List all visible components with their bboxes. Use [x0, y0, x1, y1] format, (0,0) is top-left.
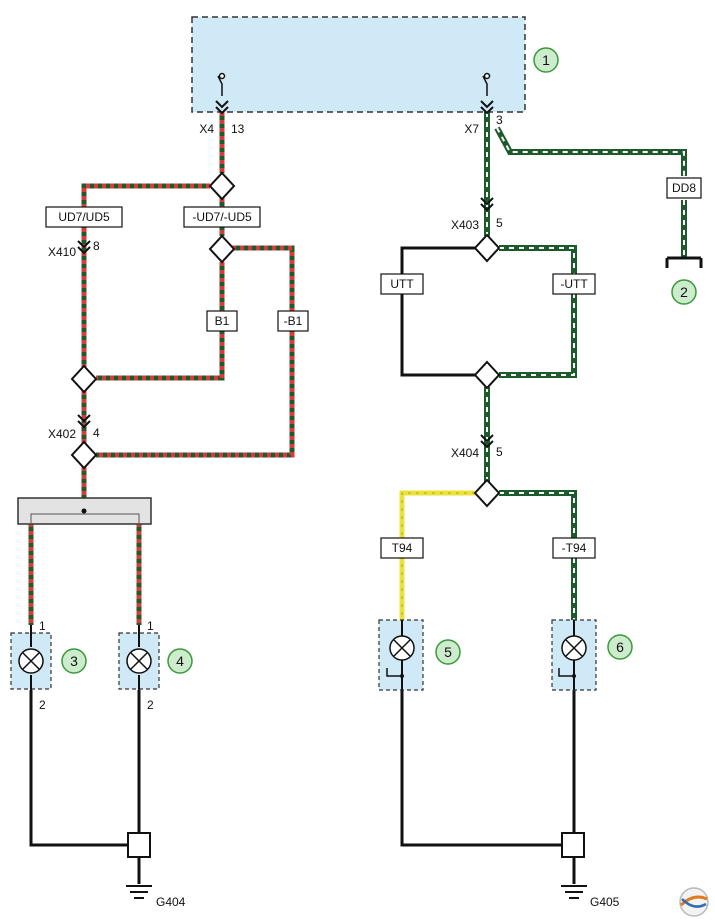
lamp4-pin-bottom: 2 [147, 698, 154, 712]
component-3-number: 3 [70, 653, 78, 669]
label-box-neg-b1 [277, 310, 309, 332]
lamp3-pin-bottom: 2 [39, 698, 46, 712]
badge-3 [61, 648, 87, 674]
component-6-number: 6 [616, 639, 624, 655]
component-4-number: 4 [176, 653, 184, 669]
lamp-bulb-icon [126, 648, 152, 674]
connector-x4-pin: 13 [231, 122, 245, 136]
module-switch-left-icon [217, 72, 226, 96]
badge-6 [607, 634, 633, 660]
splice-node [70, 364, 98, 394]
lamp-4 [118, 625, 160, 690]
ground-junction-g404 [127, 832, 151, 858]
connector-chevrons [77, 100, 494, 448]
site-logo-icon [679, 887, 709, 917]
badge-5 [435, 639, 461, 665]
ground-g404-icon [126, 885, 152, 899]
label-box-neg-t94 [552, 537, 596, 559]
green-white-wires [484, 112, 687, 620]
label-box-ud7-ud5 [45, 206, 123, 228]
ground-junction-g405 [561, 832, 585, 858]
component-badges [61, 47, 697, 674]
lamp-6 [551, 619, 597, 691]
component-2-number: 2 [680, 284, 688, 300]
wire-label-neg-utt: -UTT [560, 277, 588, 291]
connector-x403-pin: 5 [496, 216, 503, 230]
control-module [191, 16, 526, 113]
wire-label-ud7-ud5: UD7/UD5 [58, 210, 110, 224]
ground-label-g405: G405 [590, 895, 620, 909]
yellow-wire [399, 490, 475, 620]
ground-label-g404: G404 [156, 895, 186, 909]
lamp-5 [378, 619, 424, 691]
connector-x410-pin: 8 [93, 239, 100, 253]
wire-label-b1: B1 [215, 314, 230, 328]
wire-label-neg-ud7-ud5: -UD7/-UD5 [192, 210, 252, 224]
wire-label-neg-b1: -B1 [284, 314, 303, 328]
lamp-bulb-icon [18, 648, 44, 674]
bus-bar [17, 497, 152, 525]
splice-node [70, 440, 98, 470]
splice-node [473, 233, 501, 263]
module-switch-right-icon [482, 72, 491, 96]
lamp3-pin-top: 1 [39, 619, 46, 633]
label-box-utt [380, 273, 424, 295]
lamp-bulb-icon [561, 635, 587, 661]
lamp-3 [10, 625, 52, 690]
component-1-number: 1 [542, 52, 550, 68]
splice-nodes [70, 171, 501, 508]
lamp4-pin-top: 1 [147, 619, 154, 633]
connector-x404-name: X404 [451, 446, 479, 460]
connector-x402-pin: 4 [93, 426, 100, 440]
badge-2 [671, 279, 697, 305]
red-green-wires [28, 112, 295, 625]
badge-4 [167, 648, 193, 674]
black-wires [29, 246, 703, 884]
wire-label-utt: UTT [390, 277, 414, 291]
wire-label-neg-t94: -T94 [562, 541, 587, 555]
lamp-bulb-icon [389, 635, 415, 661]
ground-g405-icon [561, 885, 587, 899]
component-5-number: 5 [444, 644, 452, 660]
connector-x403-name: X403 [451, 218, 479, 232]
label-box-dd8 [666, 177, 702, 199]
label-box-neg-utt [552, 273, 596, 295]
wire-label-dd8: DD8 [672, 181, 696, 195]
connector-x4-name: X4 [199, 122, 214, 136]
wire-label-boxes [45, 177, 702, 559]
wire-label-t94: T94 [392, 541, 413, 555]
connector-x410-name: X410 [48, 245, 76, 259]
splice-node [208, 234, 236, 264]
connector-x7-pin: 3 [496, 113, 503, 127]
connector-x402-name: X402 [48, 427, 76, 441]
splice-node [473, 478, 501, 508]
badge-1 [533, 47, 559, 73]
splice-node [208, 171, 236, 201]
splice-node [473, 360, 501, 390]
connector-x404-pin: 5 [496, 445, 503, 459]
label-box-t94 [380, 537, 424, 559]
label-box-neg-ud7-ud5 [183, 206, 261, 228]
connector-x7-name: X7 [464, 122, 479, 136]
label-box-b1 [206, 310, 238, 332]
